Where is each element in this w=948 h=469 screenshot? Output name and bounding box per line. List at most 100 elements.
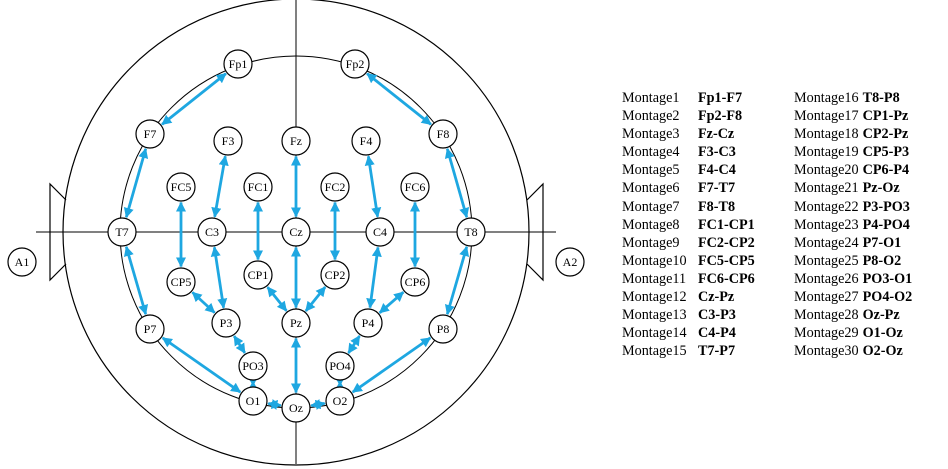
montage-pair: Oz-Pz [862,307,900,324]
montage-pair: Fp1-F7 [698,90,743,106]
electrode-label: CP6 [405,275,426,289]
montage-pair: FC2-CP2 [698,234,755,251]
montage-name: Montage13 [622,307,687,324]
legend-row: Montage1 Fp1-F7 [622,89,755,107]
electrode-circle [400,172,430,202]
electrode-label: FC5 [171,180,192,194]
electrode-f8: F8 [428,119,458,149]
montage-pair: P7-O1 [862,234,902,251]
montage-pair: CP6-P4 [862,162,910,179]
electrode-label: FC1 [248,180,269,194]
montage-arrow-fp2-f8 [366,72,432,126]
electrode-circle [325,386,355,416]
montage-pair: CP2-Pz [862,126,909,143]
electrode-cp1: CP1 [243,260,273,290]
electrode-circle [211,308,241,338]
electrode-fp1: Fp1 [223,49,253,79]
montage-arrow-fp1-f7 [161,72,227,126]
montage-name: Montage18 [794,126,859,143]
electrode-po3: PO3 [238,351,268,381]
electrode-label: F3 [222,134,235,148]
montage-name: Montage21 [794,180,859,197]
montage-pair: T7-P7 [698,343,736,360]
electrode-label: FC6 [405,180,426,194]
electrode-oz: Oz [281,393,311,423]
montage-pair: PO3-O1 [862,270,913,287]
montage-name: Montage1 [622,90,680,106]
montage-name: Montage29 [794,325,859,342]
electrode-label: Fp1 [229,57,248,71]
electrode-circle [428,119,458,149]
montage-name: Montage17 [794,108,859,125]
montage-name: Montage27 [794,289,859,306]
electrode-o1: O1 [238,386,268,416]
montage-name: Montage11 [622,270,687,287]
electrode-circle [166,267,196,297]
electrode-circle [325,351,355,381]
montage-arrow-p7-o1 [161,336,242,394]
montage-arrow-cp2-pz [304,286,327,312]
electrode-label: Fz [290,134,302,148]
montage-pair: F8-T8 [698,198,736,215]
montage-name: Montage24 [794,234,859,251]
electrode-circle [213,126,243,156]
montage-name: Montage30 [794,343,859,360]
electrode-label: C3 [205,225,219,239]
electrode-fc5: FC5 [166,172,196,202]
montage-pair: FC5-CP5 [698,252,755,269]
electrode-fz: Fz [281,126,311,156]
electrode-fc1: FC1 [243,172,273,202]
montage-arrow-o1-oz [267,399,282,410]
montage-arrow-f4-c4 [364,155,382,218]
electrode-p7: P7 [135,314,165,344]
electrode-t7: T7 [107,217,137,247]
montage-name: Montage2 [622,108,680,125]
electrode-circle [281,126,311,156]
montage-pair: T8-P8 [862,90,900,106]
montage-pair: Fp2-F8 [698,108,743,125]
electrode-circle [107,217,137,247]
montage-arrow-cp6-p4 [378,291,405,314]
electrode-circle [281,393,311,423]
electrode-p3: P3 [211,308,241,338]
electrode-label: C4 [373,225,387,239]
electrode-label: F7 [144,127,157,141]
electrode-circle [456,217,486,247]
electrode-label: PO4 [329,359,350,373]
electrode-c3: C3 [197,217,227,247]
montage-name: Montage10 [622,252,687,269]
electrode-o2: O2 [325,386,355,416]
electrode-label: Oz [289,401,303,415]
montage-name: Montage23 [794,216,859,233]
montage-arrow-c3-p3 [210,246,228,309]
montage-name: Montage22 [794,198,859,215]
montage-pair: Pz-Oz [862,180,900,197]
electrode-f4: F4 [351,126,381,156]
montage-arrow-f7-t7 [123,147,149,219]
electrode-circle [238,386,268,416]
montage-name: Montage12 [622,289,687,306]
electrode-label: O1 [246,394,261,408]
montage-pair: CP5-P3 [862,144,910,161]
electrode-a1: A1 [7,247,37,277]
montage-name: Montage25 [794,252,859,269]
montage-pair: P3-PO3 [862,198,910,215]
electrode-label: CP5 [171,275,192,289]
